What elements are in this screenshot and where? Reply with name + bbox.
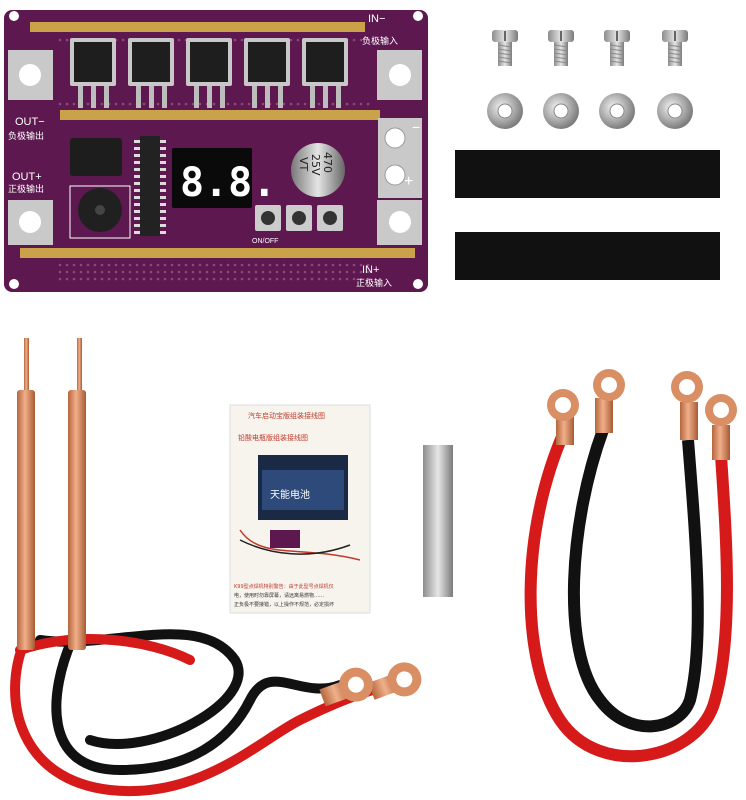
- welding-pens: [10, 338, 422, 797]
- ring-lug: [705, 394, 737, 460]
- manual-footer-2: 电，使用时勿靠屏幕，请远离易燃物……: [234, 592, 324, 599]
- bottom-busbar: [20, 248, 415, 258]
- mount-hole: [19, 64, 41, 86]
- manual-footer-1: K99型点焊机特别警告：由于此型号点焊机仅: [234, 583, 334, 590]
- mid-busbar: [60, 110, 380, 120]
- pen-tip: [24, 338, 29, 393]
- red-pen-cable: [10, 635, 395, 797]
- screw: [662, 30, 688, 66]
- battery-terminals: − +: [378, 118, 422, 198]
- washer: [487, 93, 523, 129]
- screw-set: [492, 30, 688, 66]
- out-plus-cn: 正极输出: [8, 183, 44, 195]
- mosfet-array: [70, 38, 348, 108]
- mosfet: [244, 38, 290, 108]
- out-minus-cn: 负极输出: [8, 130, 44, 142]
- washer: [657, 93, 693, 129]
- cap-rating-3: VT: [297, 157, 310, 172]
- battery-cables: [524, 369, 737, 763]
- screw: [548, 30, 574, 66]
- in-minus-cn: 负极输入: [362, 35, 398, 47]
- corner-pads: [8, 11, 423, 289]
- mount-hole: [389, 64, 411, 86]
- mount-hole: [389, 211, 411, 233]
- ring-lug: [671, 371, 703, 440]
- top-busbar: [30, 22, 365, 32]
- ring-lug: [593, 369, 625, 433]
- mosfet: [70, 38, 116, 108]
- screw: [604, 30, 630, 66]
- out-plus-label: OUT+: [12, 171, 42, 183]
- washer-set: [487, 93, 693, 129]
- nickel-strip-roll: [423, 445, 453, 597]
- terminal-minus-label: −: [412, 119, 420, 135]
- mosfet: [128, 38, 174, 108]
- screw: [492, 30, 518, 66]
- ic-chip: [140, 136, 160, 236]
- display-readout: 8.8.: [180, 160, 276, 206]
- electrolytic-capacitor: [291, 143, 345, 197]
- mosfet: [302, 38, 348, 108]
- in-plus-cn: 正极输入: [356, 277, 392, 289]
- red-battery-cable: [524, 427, 733, 763]
- ring-lug: [547, 389, 579, 445]
- spot-welder-pcb: − + IN− 负极输入 OUT− 负极输出 OUT+ 正极输出 IN+ 正极输…: [4, 10, 428, 292]
- washer: [599, 93, 635, 129]
- ic-pins: [134, 140, 166, 234]
- cap-rating-2: 25V: [309, 154, 322, 176]
- terminal-plus-label: +: [404, 173, 413, 190]
- in-minus-label: IN−: [368, 13, 385, 25]
- mount-hole: [19, 211, 41, 233]
- terminal-hole-minus: [384, 127, 406, 149]
- out-minus-label: OUT−: [15, 116, 45, 128]
- battery-brand: 天能电池: [270, 488, 310, 501]
- led-display: [172, 148, 252, 208]
- manual-footer-3: 正负极不要接错，以上操作不规范，必定损坏: [234, 601, 334, 608]
- in-plus-label: IN+: [362, 264, 379, 276]
- instruction-card: 汽车启动宝版组装接线图 铅酸电瓶版组装接线图 天能电池 K99型点焊机特别警告：…: [229, 404, 371, 614]
- tape-strip: [455, 150, 720, 198]
- control-buttons: ON/OFF: [252, 205, 343, 245]
- insulation-tape-strips: [455, 150, 720, 280]
- pen-handle: [17, 390, 35, 650]
- cap-rating-1: 470: [321, 152, 334, 173]
- tape-strip: [455, 232, 720, 280]
- pen-handle: [68, 390, 86, 650]
- onoff-label: ON/OFF: [252, 238, 278, 245]
- terminal-hole-plus: [384, 164, 406, 186]
- black-battery-cable: [567, 427, 704, 733]
- black-pen-cable: [51, 635, 345, 776]
- manual-subheader: 铅酸电瓶版组装接线图: [238, 433, 308, 442]
- pen-tip: [77, 338, 82, 393]
- washer: [543, 93, 579, 129]
- manual-header: 汽车启动宝版组装接线图: [248, 411, 325, 420]
- mosfet: [186, 38, 232, 108]
- relay-module: [70, 138, 122, 176]
